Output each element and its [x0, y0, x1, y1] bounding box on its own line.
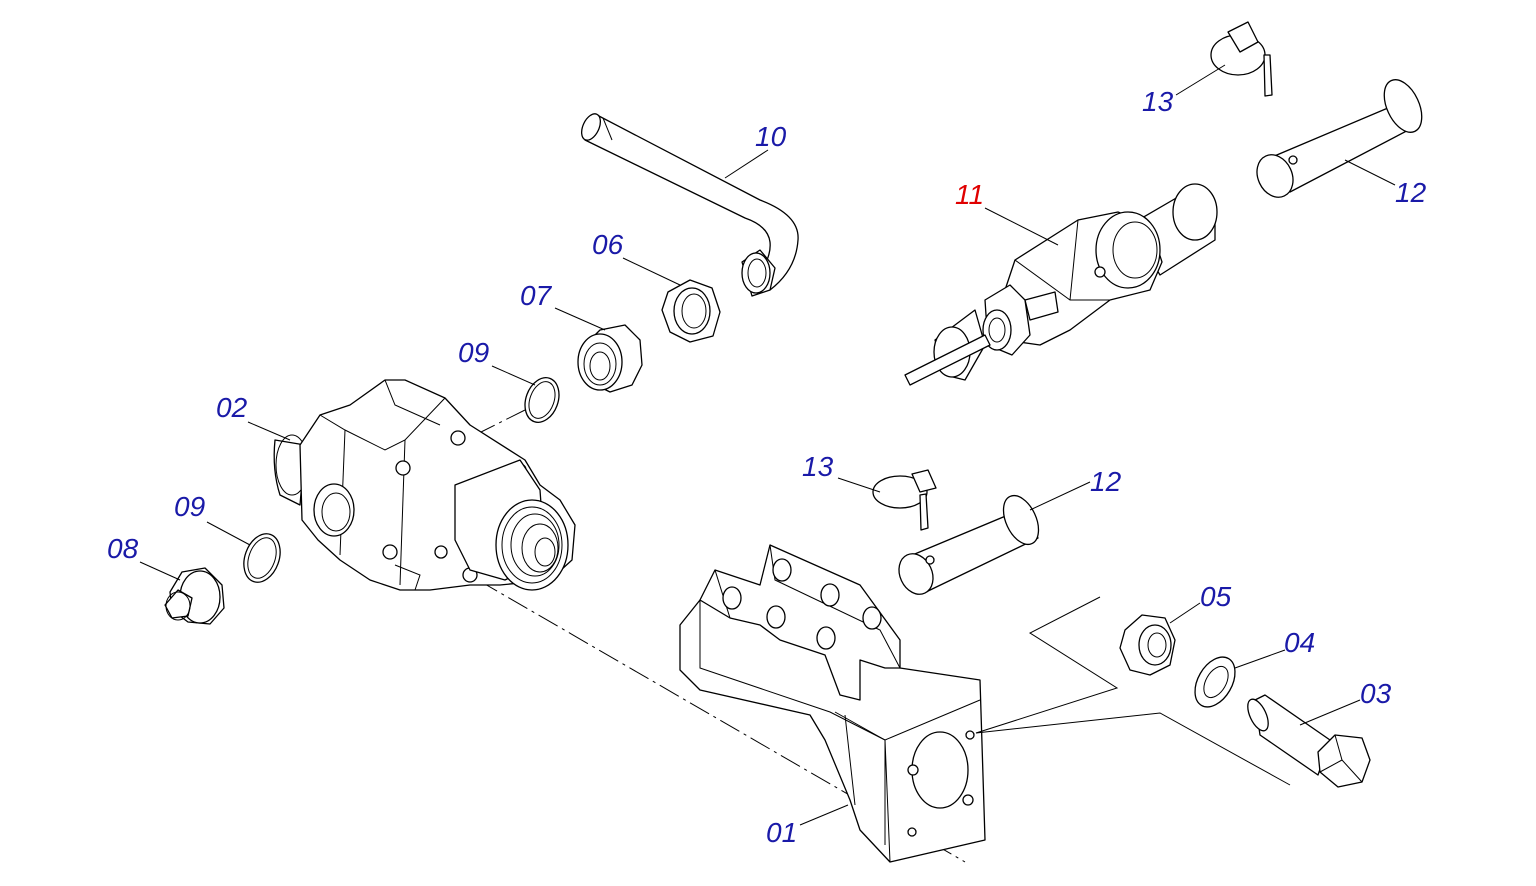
callout-07[interactable]: 07	[520, 280, 553, 311]
callout-06[interactable]: 06	[592, 229, 624, 260]
leader-lines	[139, 64, 1396, 826]
part-09-o-ring-lower	[243, 533, 281, 583]
part-12-pin-upper	[1256, 79, 1423, 198]
callout-labels: 10 06 07 09 02 09 08 11 12 13 13 12 05 0…	[107, 86, 1427, 848]
callout-09-lower[interactable]: 09	[174, 491, 205, 522]
callout-04[interactable]: 04	[1284, 627, 1315, 658]
callout-08[interactable]: 08	[107, 533, 139, 564]
part-08-plug	[164, 567, 225, 625]
part-11-top-link-assembly	[904, 183, 1218, 386]
callout-11[interactable]: 11	[955, 179, 984, 210]
callout-03[interactable]: 03	[1360, 678, 1392, 709]
part-03-bolt	[1247, 694, 1371, 788]
part-04-washer	[1194, 656, 1236, 708]
callout-13-lower[interactable]: 13	[802, 451, 834, 482]
part-12-pin-lower	[898, 494, 1040, 595]
part-05-hex-nut	[1119, 614, 1176, 676]
callout-10[interactable]: 10	[755, 121, 787, 152]
part-07-adapter-fitting	[577, 324, 643, 393]
part-01-bracket	[679, 544, 986, 863]
part-02-gear-pump	[273, 379, 576, 591]
callout-09-upper[interactable]: 09	[458, 337, 489, 368]
callout-01[interactable]: 01	[766, 817, 797, 848]
part-06-nut	[661, 249, 776, 343]
callout-02[interactable]: 02	[216, 392, 248, 423]
callout-05[interactable]: 05	[1200, 581, 1232, 612]
assembly-reference-lines	[975, 596, 1291, 786]
part-13-linch-pin-upper	[1210, 21, 1273, 97]
part-13-linch-pin-lower	[872, 469, 937, 531]
part-09-o-ring-upper	[524, 377, 560, 423]
callout-12-lower[interactable]: 12	[1090, 466, 1122, 497]
callout-12-upper[interactable]: 12	[1395, 177, 1427, 208]
callout-13-upper[interactable]: 13	[1142, 86, 1174, 117]
